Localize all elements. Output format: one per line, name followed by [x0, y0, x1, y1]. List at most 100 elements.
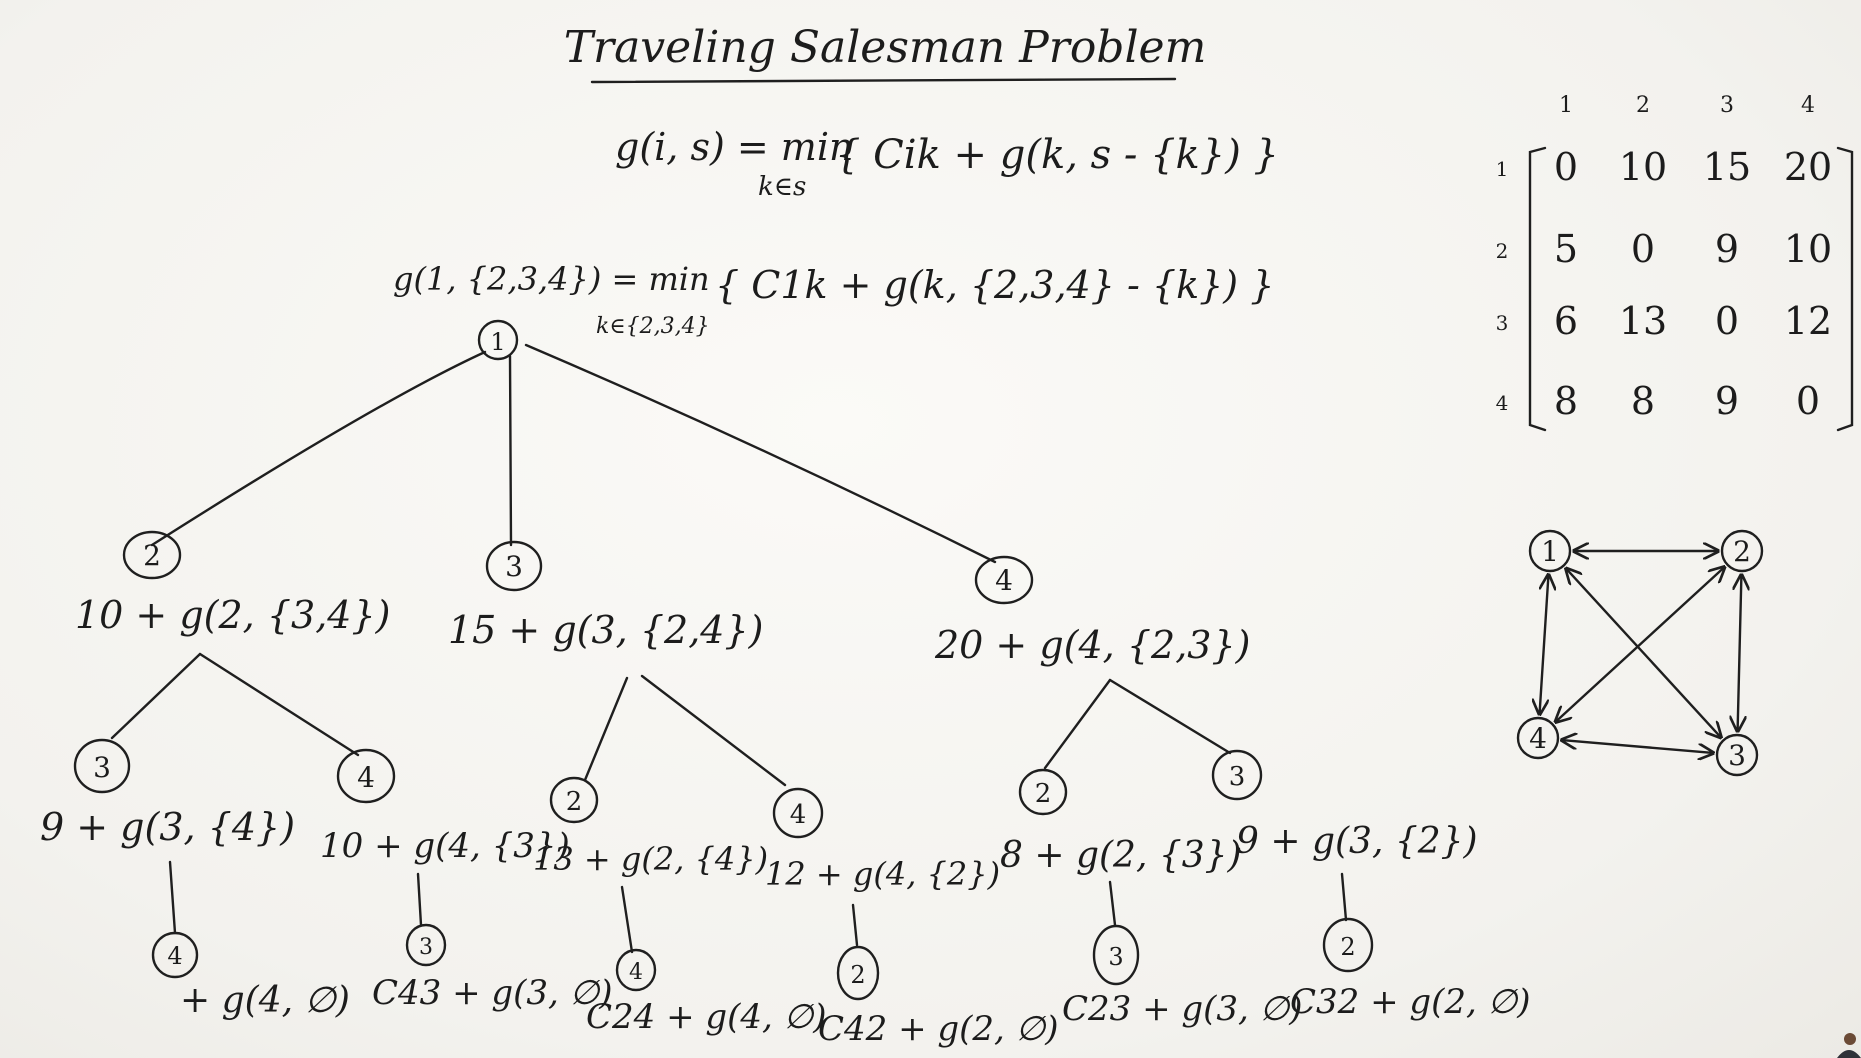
matrix-row-header: 3: [1496, 311, 1509, 335]
tree-level2-node: 3 9 + g(3, {4}): [40, 738, 295, 849]
tree-node-circle: [405, 923, 447, 967]
graph-edge: [1562, 740, 1713, 753]
tree-node-circle: [336, 748, 396, 804]
tree-edge: [1108, 880, 1117, 927]
tree-node-label: 3: [1229, 762, 1246, 792]
tree-node-circle: [1322, 917, 1374, 973]
tree-node-expression: 20 + g(4, {2,3}): [934, 623, 1250, 667]
presenter-thumbnail: [1835, 1030, 1861, 1058]
graph-node-circle: [1516, 716, 1560, 760]
root-formula-rhs: { C1k + g(k, {2,3,4} - {k}) }: [715, 263, 1274, 307]
tree-node-circle: [1018, 768, 1068, 816]
tree-node-expression: 10 + g(4, {3}): [320, 826, 570, 866]
matrix-row-header: 4: [1496, 391, 1509, 415]
matrix-cell: 20: [1784, 145, 1832, 189]
tree-node-label: 2: [143, 539, 161, 572]
page-title: Traveling Salesman Problem: [564, 22, 1207, 73]
root-formula-lhs: g(1, {2,3,4}) = min: [393, 260, 710, 298]
matrix-cell: 12: [1784, 299, 1832, 343]
tree-node-circle: [1211, 749, 1263, 801]
graph-node-label: 4: [1529, 722, 1547, 755]
tree-node-expression: C24 + g(4, ∅): [586, 997, 827, 1037]
tree-edge: [524, 343, 997, 564]
tree-node-expression: 9 + g(3, {4}): [40, 805, 295, 849]
matrix-cell: 9: [1715, 227, 1739, 271]
graph-node-circle: [1720, 529, 1764, 573]
tree-node-circle: [73, 738, 131, 794]
tree-node-expression: 15 + g(3, {2,4}): [448, 608, 763, 652]
tree-edge: [168, 860, 177, 935]
tree-node-label: 3: [505, 550, 523, 583]
tree-node-label: 3: [1108, 943, 1123, 971]
tree-node-label: 3: [93, 751, 111, 784]
graph-edge: [1556, 567, 1725, 722]
tree-node-label: 4: [995, 564, 1013, 597]
tree-node-label: 4: [629, 960, 643, 985]
general-formula-subscript: k∈s: [758, 172, 806, 202]
tree-node-circle: [122, 530, 182, 580]
matrix-cell: 10: [1619, 145, 1667, 189]
tree-edge: [620, 885, 634, 954]
graph-node-label: 2: [1733, 535, 1751, 568]
matrix-column-header: 1: [1559, 93, 1573, 118]
tree-node-label: 4: [357, 761, 375, 794]
matrix-cell: 0: [1631, 227, 1655, 271]
matrix-cell: 8: [1631, 379, 1655, 423]
matrix-cell: 10: [1784, 227, 1832, 271]
tree-level1-node: 4 20 + g(4, {2,3}): [934, 555, 1250, 667]
matrix-cell: 13: [1619, 299, 1667, 343]
tree-edge: [508, 354, 513, 547]
tree-level3-node: 4 + g(4, ∅): [151, 931, 350, 1021]
tree-level3-node: 4 C24 + g(4, ∅): [586, 948, 827, 1037]
tree-node-expression: C32 + g(2, ∅): [1290, 982, 1531, 1022]
graph-node-circle: [1715, 733, 1759, 777]
tree-node-expression: C43 + g(3, ∅): [372, 973, 613, 1013]
tree-node-circle: [1092, 924, 1140, 986]
tree-node-circle: [772, 787, 824, 839]
tree-level3-node: 2 C42 + g(2, ∅): [818, 945, 1059, 1049]
tree-edge: [110, 652, 202, 740]
matrix-right-bracket: [1836, 146, 1854, 432]
graph-edge: [1566, 569, 1721, 738]
tree-node-label: 2: [1035, 779, 1052, 809]
matrix-cell: 0: [1715, 299, 1739, 343]
tree-level1-node: 2 10 + g(2, {3,4}): [75, 530, 390, 637]
tree-node-expression: C23 + g(3, ∅): [1062, 989, 1303, 1029]
tree-level2-node: 2 13 + g(2, {4}): [533, 776, 768, 878]
graph-edge: [1540, 575, 1549, 714]
general-formula-rhs: { Cik + g(k, s - {k}) }: [835, 132, 1279, 178]
root-formula: g(1, {2,3,4}) = min k∈{2,3,4} { C1k + g(…: [393, 260, 1274, 339]
root-formula-subscript: k∈{2,3,4}: [596, 314, 710, 339]
tree-node-label: 2: [566, 787, 583, 817]
graph-edge: [1738, 575, 1742, 731]
tree-level2-node: 4 10 + g(4, {3}): [320, 748, 570, 866]
matrix-cell: 5: [1554, 227, 1578, 271]
matrix-left-bracket: [1528, 146, 1547, 432]
tree-node-label: 2: [1340, 933, 1355, 961]
tree-edge: [150, 350, 487, 547]
tree-edges: [110, 343, 1348, 954]
tree-level3-node: 2 C32 + g(2, ∅): [1290, 917, 1531, 1022]
matrix-row-header: 1: [1496, 157, 1509, 181]
tree-node-circle: [836, 945, 880, 1001]
matrix-column-header: 4: [1801, 93, 1815, 118]
tree-node-label: 2: [850, 961, 865, 989]
tree-level2-node: 4 12 + g(4, {2}): [765, 787, 1000, 893]
title-underline: [590, 77, 1177, 84]
tree-edge: [416, 872, 423, 927]
matrix-cell: 6: [1554, 299, 1578, 343]
tree-level2-node: 2 8 + g(2, {3}): [1000, 768, 1242, 876]
matrix-column-header: 2: [1636, 93, 1650, 118]
matrix-cell: 0: [1796, 379, 1820, 423]
tree-node-label: 4: [167, 942, 182, 970]
tree-edge: [1043, 678, 1112, 770]
tree-root-label: 1: [490, 328, 505, 356]
matrix-cell: 0: [1554, 145, 1578, 189]
tree-edge: [198, 652, 360, 757]
tree-level3-node: 3 C23 + g(3, ∅): [1062, 924, 1303, 1029]
tree-node-expression: C42 + g(2, ∅): [818, 1009, 1059, 1049]
tree-node-circle: [549, 776, 599, 824]
